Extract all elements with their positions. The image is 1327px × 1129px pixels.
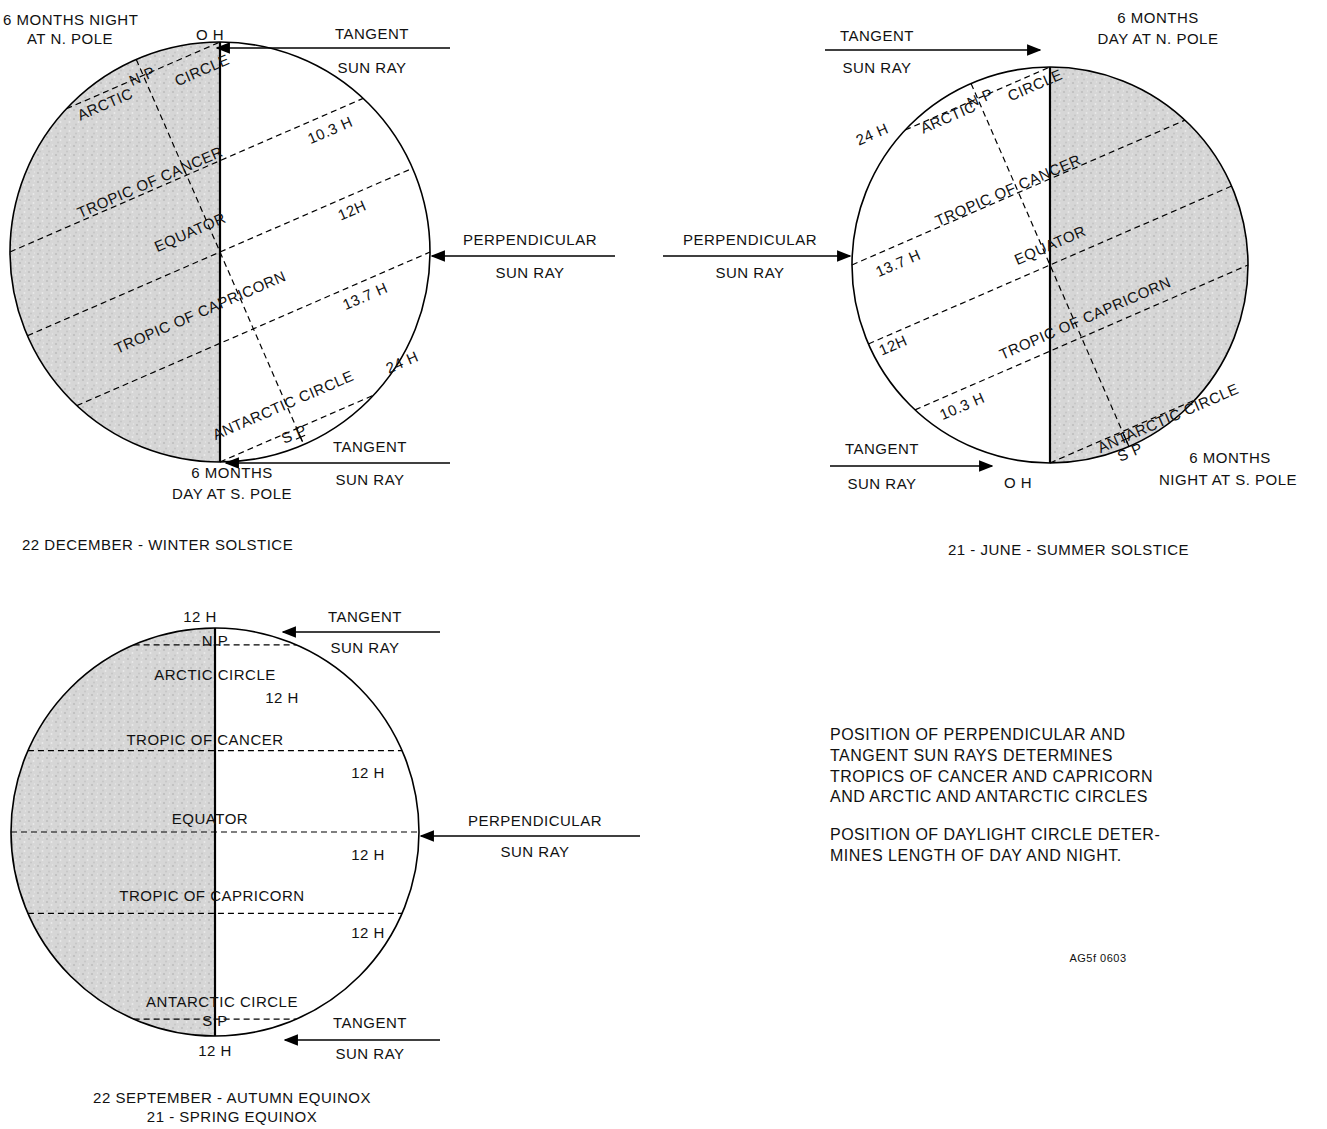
diagram-label: TROPIC OF CAPRICORN (119, 887, 304, 904)
diagram-label: TROPIC OF CANCER (126, 731, 283, 748)
diagram-label: DAY AT S. POLE (172, 485, 292, 502)
diagram-label: 21 - SPRING EQUINOX (147, 1108, 317, 1125)
terminator-line (214, 628, 216, 1036)
diagram-label: DAY AT N. POLE (1098, 30, 1219, 47)
sun-ray-arrow (283, 631, 440, 633)
night-half (10, 42, 220, 462)
diagram-label: SUN RAY (335, 1045, 404, 1062)
latitude-line (852, 120, 1185, 265)
diagram-label: 21 - JUNE - SUMMER SOLSTICE (948, 541, 1189, 558)
sun-ray-arrow (830, 465, 992, 467)
diagram-label: 12H (335, 196, 369, 223)
sun-ray-arrow (285, 1039, 440, 1041)
diagram-label: 6 MONTHS (191, 464, 273, 481)
sun-ray-arrow (663, 255, 850, 257)
earth-outline (11, 628, 419, 1036)
diagram-label: 12 H (351, 764, 385, 781)
latitude-lines (0, 0, 496, 528)
terminator-line (1049, 67, 1051, 463)
diagram-label: 13.7 H (340, 279, 390, 314)
diagram-label: 6 MONTHS NIGHT (3, 11, 138, 28)
diagram-label: TANGENT (845, 440, 919, 457)
diagram-label: ARCTIC (918, 97, 979, 136)
diagram-label: TANGENT (328, 608, 402, 625)
diagram-label: SUN RAY (842, 59, 911, 76)
sun-ray-arrow (217, 47, 450, 49)
sun-ray-arrow (432, 255, 615, 257)
diagram-label: PERPENDICULAR (468, 812, 602, 829)
diagram-label: N P (202, 632, 229, 649)
diagram-label: 22 SEPTEMBER - AUTUMN EQUINOX (93, 1089, 371, 1106)
diagram-label: SUN RAY (500, 843, 569, 860)
diagram-label: SUN RAY (847, 475, 916, 492)
diagram-label: 12 H (198, 1042, 232, 1059)
diagram-label: O H (1004, 474, 1032, 491)
diagram-label: 6 MONTHS (1189, 449, 1271, 466)
diagram-label: NIGHT AT S. POLE (1159, 471, 1297, 488)
diagram-label: AT N. POLE (27, 30, 113, 47)
earth-outline (10, 42, 430, 462)
diagram-label: 12 H (265, 689, 299, 706)
diagram-label: ARCTIC CIRCLE (154, 666, 276, 683)
diagram-label: SUN RAY (337, 59, 406, 76)
diagram-label: 10.3 H (305, 113, 355, 148)
sun-ray-arrow (226, 462, 450, 464)
diagram-label: 24 H (383, 347, 421, 376)
diagram-label: PERPENDICULAR (463, 231, 597, 248)
diagram-label: 22 DECEMBER - WINTER SOLSTICE (22, 536, 293, 553)
note-text: POSITION OF PERPENDICULAR AND TANGENT SU… (830, 725, 1180, 808)
diagram-label: 12 H (183, 608, 217, 625)
latitude-line (915, 265, 1248, 410)
diagram-label: TANGENT (335, 25, 409, 42)
diagram-label: TANGENT (333, 438, 407, 455)
diagram-label: S P (202, 1012, 228, 1029)
diagram-label: SUN RAY (715, 264, 784, 281)
diagram-label: 12H (876, 331, 910, 358)
night-half (1050, 67, 1248, 463)
earth-outline (852, 67, 1248, 463)
diagram-label: SUN RAY (495, 264, 564, 281)
diagram-label: EQUATOR (172, 810, 248, 827)
diagram-label: AG5f 0603 (1069, 952, 1126, 965)
diagram-label: TANGENT (840, 27, 914, 44)
diagram-label: 6 MONTHS (1117, 9, 1199, 26)
diagram-label: 10.3 H (937, 389, 987, 424)
diagram-label: 12 H (351, 846, 385, 863)
latitude-lines (789, 4, 1310, 525)
diagram-label: TANGENT (333, 1014, 407, 1031)
diagram-label: 13.7 H (873, 246, 923, 281)
sun-ray-arrow (825, 49, 1040, 51)
diagram-label: SUN RAY (330, 639, 399, 656)
diagram-label: SUN RAY (335, 471, 404, 488)
terminator-line (219, 42, 221, 462)
sun-ray-arrow (421, 835, 640, 837)
diagram-label: ANTARCTIC CIRCLE (146, 993, 298, 1010)
diagram-label: 24 H (853, 119, 891, 148)
diagram-label: O H (196, 26, 224, 43)
note-text: POSITION OF DAYLIGHT CIRCLE DETER- MINES… (830, 825, 1180, 867)
diagram-label: 12 H (351, 924, 385, 941)
diagram-label: PERPENDICULAR (683, 231, 817, 248)
